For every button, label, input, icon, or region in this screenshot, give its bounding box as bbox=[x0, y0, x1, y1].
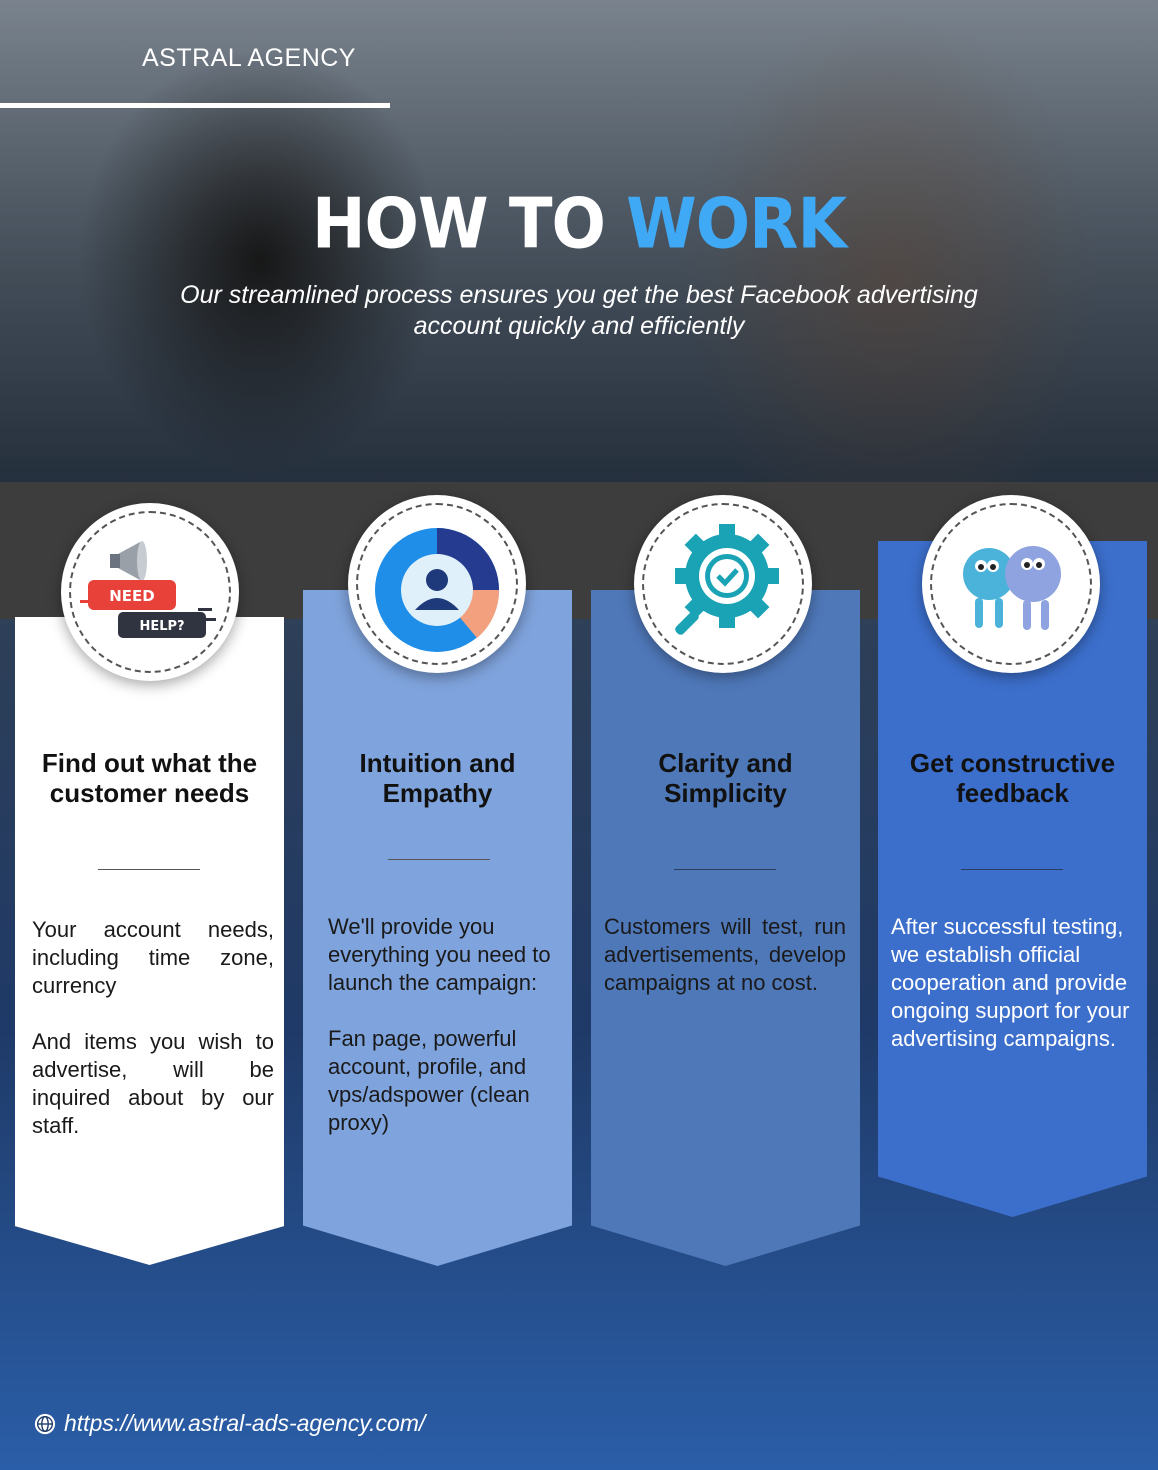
step-1-paragraph-1: Your account needs, including time zone,… bbox=[32, 917, 274, 998]
step-1-heading: Find out what the customer needs bbox=[41, 748, 258, 808]
title-main: HOW TO bbox=[311, 185, 606, 265]
step-icon-circle-4 bbox=[922, 495, 1100, 673]
page-subtitle: Our streamlined process ensures you get … bbox=[180, 281, 978, 340]
page-title: HOW TO WORK bbox=[0, 185, 1158, 265]
background-shade bbox=[0, 0, 1158, 500]
step-4-divider bbox=[961, 869, 1063, 870]
step-4-paragraph-1: After successful testing, we establish o… bbox=[891, 914, 1130, 1051]
step-2-body: We'll provide you everything you need to… bbox=[328, 913, 558, 1137]
two-characters-walking-icon bbox=[963, 546, 1061, 630]
globe-icon bbox=[34, 1413, 56, 1434]
step-icon-circle-2 bbox=[348, 495, 526, 673]
step-2-paragraph-1: We'll provide you everything you need to… bbox=[328, 914, 551, 995]
step-3-heading: Clarity and Simplicity bbox=[658, 748, 793, 808]
need-text: NEED bbox=[109, 587, 155, 605]
step-4-heading: Get constructive feedback bbox=[909, 748, 1116, 808]
footer-url[interactable]: https://www.astral-ads-agency.com/ bbox=[64, 1410, 426, 1436]
step-1-divider bbox=[98, 869, 200, 870]
footer-link[interactable]: https://www.astral-ads-agency.com/ bbox=[34, 1410, 425, 1437]
step-3-body: Customers will test, run advertisements,… bbox=[604, 913, 846, 997]
help-text: HELP? bbox=[139, 619, 184, 634]
step-icon-circle-3 bbox=[634, 495, 812, 673]
step-card-3 bbox=[591, 590, 860, 1266]
step-icon-circle-1: NEED HELP? bbox=[61, 503, 239, 681]
step-card-2 bbox=[303, 590, 572, 1266]
brand-underline bbox=[0, 103, 390, 108]
step-card-1 bbox=[15, 617, 284, 1265]
step-4-body: After successful testing, we establish o… bbox=[891, 913, 1136, 1053]
brand-name: ASTRAL AGENCY bbox=[142, 44, 356, 72]
step-2-paragraph-2: Fan page, powerful account, profile, and… bbox=[328, 1026, 530, 1135]
need-help-megaphone-icon: NEED HELP? bbox=[80, 541, 216, 638]
title-accent: WORK bbox=[626, 185, 847, 265]
step-1-paragraph-2: And items you wish to advertise, will be… bbox=[32, 1029, 274, 1138]
step-2-divider bbox=[388, 859, 490, 860]
step-3-paragraph-1: Customers will test, run advertisements,… bbox=[604, 914, 846, 995]
user-chart-icon bbox=[375, 528, 500, 652]
step-1-body: Your account needs, including time zone,… bbox=[32, 916, 274, 1140]
gear-magnifier-check-icon bbox=[675, 524, 779, 635]
step-3-divider bbox=[674, 869, 776, 870]
step-2-heading: Intuition and Empathy bbox=[359, 748, 516, 808]
